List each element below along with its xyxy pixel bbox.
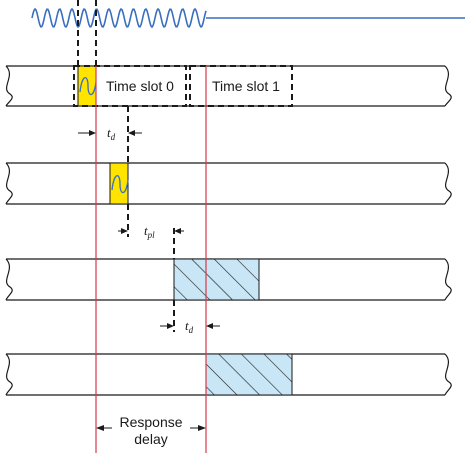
td1-label: td	[107, 125, 116, 142]
timeline-bar-2	[5, 162, 452, 205]
tpl-marker: tpl	[118, 223, 184, 240]
yellow-pulse-1-wave	[79, 77, 97, 96]
td2-marker: td	[160, 318, 220, 335]
input-waveform	[31, 7, 207, 29]
time-slot-1-label: Time slot 1	[212, 78, 280, 94]
hatched-block-2	[205, 353, 293, 396]
time-slot-1-box	[189, 65, 293, 107]
time-slot-0-box	[73, 65, 187, 107]
td2-label: td	[185, 318, 194, 335]
yellow-pulse-2-wave	[111, 175, 129, 194]
response-delay-marker: Response delay	[96, 412, 206, 450]
time-slot-0-label: Time slot 0	[106, 78, 174, 94]
hatched-block-1	[173, 258, 260, 301]
response-delay-label-line2: delay	[134, 431, 167, 447]
tpl-label: tpl	[144, 223, 155, 240]
response-delay-label-line1: Response	[119, 414, 182, 430]
td1-marker: td	[78, 125, 142, 142]
